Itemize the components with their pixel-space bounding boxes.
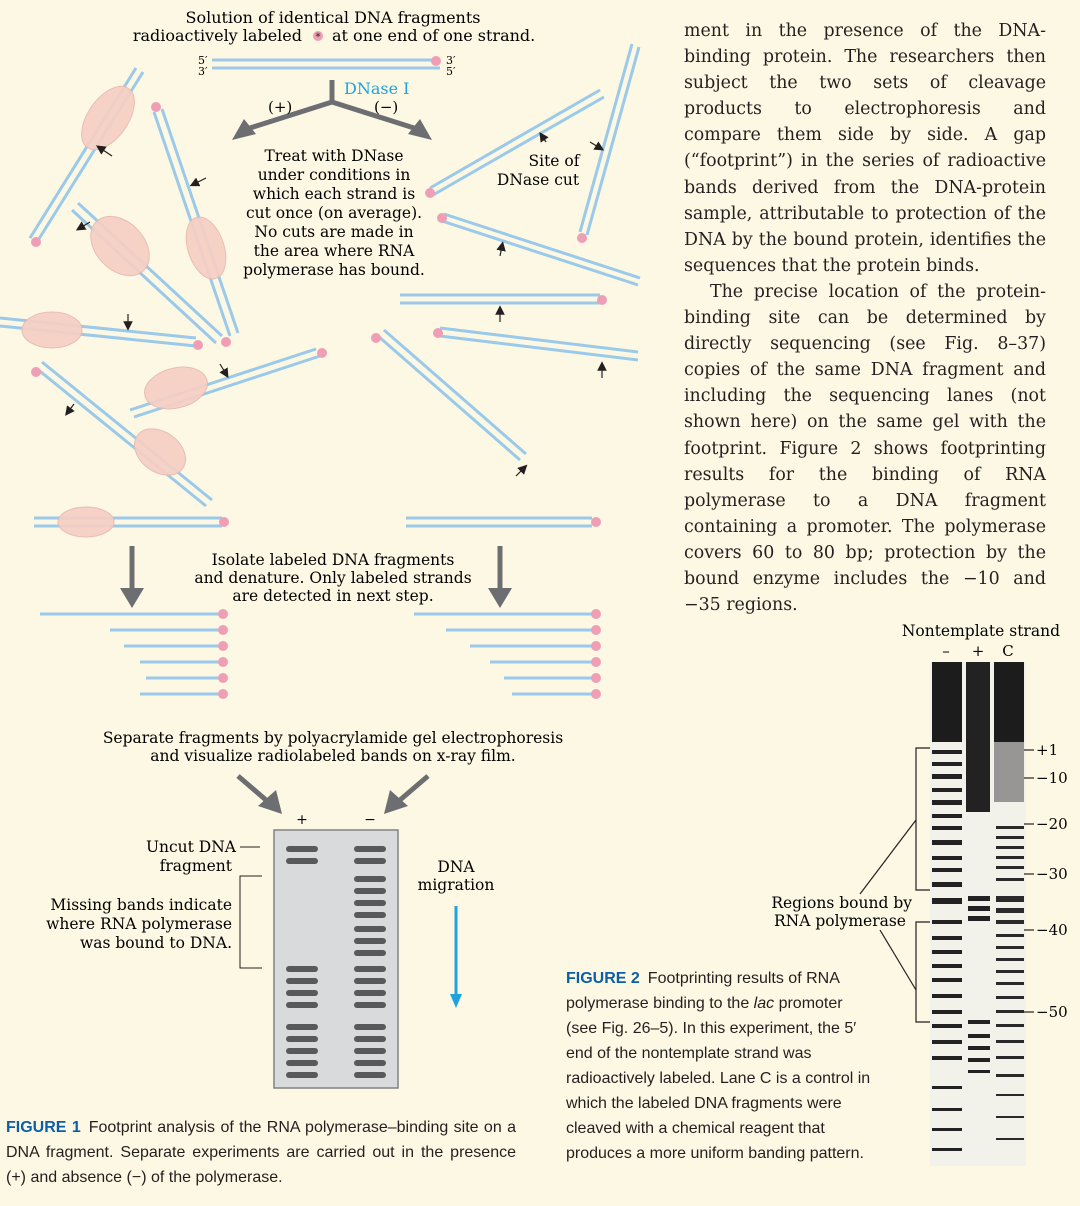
svg-text:was bound to DNA.: was bound to DNA. <box>80 934 232 952</box>
fig2-lane-minus: – <box>942 642 950 660</box>
svg-text:are detected in next step.: are detected in next step. <box>232 587 433 605</box>
separate-text: Separate fragments by polyacrylamide gel… <box>103 729 563 765</box>
svg-text:Treat with DNase: Treat with DNase <box>264 147 403 165</box>
svg-text:No cuts are made in: No cuts are made in <box>254 223 413 241</box>
top-text-line-2b: at one end of one strand. <box>332 26 535 45</box>
label-star-glyph: * <box>316 32 321 43</box>
svg-text:Isolate labeled DNA fragments: Isolate labeled DNA fragments <box>212 551 455 569</box>
intact-dna-fragment <box>212 56 441 70</box>
body-paragraph-2: The precise location of the protein-bind… <box>684 281 1046 616</box>
svg-text:polymerase has bound.: polymerase has bound. <box>243 261 425 279</box>
svg-text:fragment: fragment <box>160 857 233 875</box>
dnase-label: DNase I <box>344 79 409 98</box>
gel-slab <box>273 829 399 1089</box>
svg-text:the area where RNA: the area where RNA <box>254 242 415 260</box>
figure-1-caption-text: Footprint analysis of the RNA polymerase… <box>6 1119 516 1186</box>
denatured-labels <box>218 609 601 699</box>
svg-text:cut once (on average).: cut once (on average). <box>246 204 422 222</box>
fig2-smear-lane-minus <box>932 662 962 742</box>
svg-text:−10: −10 <box>1036 769 1068 787</box>
dnase-split-arrows <box>249 80 415 131</box>
regions-text-line-2: RNA polymerase <box>774 912 906 930</box>
scattered-fragments-minus <box>377 43 641 528</box>
svg-text:and visualize radiolabeled ban: and visualize radiolabeled bands on x-ra… <box>150 747 515 765</box>
fig2-bands-c <box>996 826 1024 1140</box>
end-label-3-right: 3′ <box>446 54 456 67</box>
missing-text: Missing bands indicate where RNA polymer… <box>46 896 232 952</box>
fig2-smear-lane-c <box>994 662 1024 742</box>
fig2-bracket-upper <box>915 747 930 891</box>
plus-label: (+) <box>268 98 292 116</box>
svg-text:DNA: DNA <box>437 858 475 876</box>
gel-lane-plus: + <box>296 812 308 828</box>
fig2-header: Nontemplate strand <box>902 622 1060 640</box>
svg-text:+1: +1 <box>1036 741 1058 759</box>
svg-text:−20: −20 <box>1036 815 1068 833</box>
svg-text:Separate fragments by polyacry: Separate fragments by polyacrylamide gel… <box>103 729 563 747</box>
svg-text:DNase cut: DNase cut <box>497 171 580 189</box>
svg-text:under conditions in: under conditions in <box>258 166 411 184</box>
top-text-line-1: Solution of identical DNA fragments <box>185 8 480 27</box>
fragment-labels <box>31 102 607 527</box>
end-label-5-left: 5′ <box>198 54 208 67</box>
arrowhead-right <box>408 119 432 140</box>
svg-text:Site of: Site of <box>529 152 581 170</box>
gel-bands-plus <box>286 846 318 1078</box>
end-label-3-left: 3′ <box>198 65 208 78</box>
cut-site-arrows <box>65 132 607 477</box>
site-of-cut-text: Site of DNase cut <box>497 152 581 189</box>
missing-bracket <box>239 875 262 969</box>
isolate-arrows <box>120 546 512 608</box>
treat-text: Treat with DNase under conditions in whi… <box>243 147 425 279</box>
fig2-smear-lane-c-fade <box>994 742 1024 802</box>
regions-pointer-overlay: Regions bound by RNA polymerase <box>771 819 917 991</box>
figure-2-caption-italic: lac <box>753 995 775 1012</box>
svg-text:where RNA polymerase: where RNA polymerase <box>46 915 232 933</box>
denatured-strands-plus <box>40 612 222 696</box>
top-text-line-2a: radioactively labeled <box>133 26 302 45</box>
rna-polymerase-blobs <box>21 85 227 538</box>
fig2-tick-lines <box>1024 749 1034 1013</box>
svg-text:Uncut DNA: Uncut DNA <box>146 838 237 856</box>
gel-load-arrows <box>236 774 430 814</box>
fig2-lane-c: C <box>1002 642 1013 660</box>
migration-arrow-head <box>450 994 462 1008</box>
arrowhead-left <box>232 119 256 140</box>
regions-text-line-1: Regions bound by <box>771 894 912 912</box>
figure-1-label: FIGURE 1 <box>6 1119 81 1136</box>
minus-label: (−) <box>374 98 398 116</box>
gel-lane-minus: − <box>364 812 376 828</box>
migration-text: DNA migration <box>418 858 495 894</box>
svg-text:−40: −40 <box>1036 921 1068 939</box>
svg-text:and denature. Only labeled st: and denature. Only labeled strands <box>194 569 471 587</box>
isolate-text: Isolate labeled DNA fragments and denatu… <box>194 551 471 605</box>
end-label-5-right: 5′ <box>446 65 456 78</box>
svg-text:migration: migration <box>418 876 495 894</box>
uncut-text: Uncut DNA fragment <box>146 838 237 875</box>
fig2-lane-plus: + <box>972 642 985 660</box>
figure-2-label: FIGURE 2 <box>566 970 640 987</box>
regions-pointer-down <box>879 929 917 991</box>
body-text: ment in the presence of the DNA-binding … <box>684 18 1046 618</box>
body-paragraph-1: ment in the presence of the DNA-binding … <box>684 21 1046 276</box>
fig2-bands-plus <box>968 896 990 1073</box>
fig2-bracket-lower <box>915 921 930 1023</box>
denatured-strands-minus <box>414 612 594 696</box>
figure-2-caption-text-a: Footprinting results of RNA polymerase b… <box>566 970 839 1012</box>
fig2-smear-lane-plus <box>966 662 990 812</box>
svg-text:−50: −50 <box>1036 1003 1068 1021</box>
figure-2-caption-text-b: promoter (see Fig. 26–5). In this experi… <box>566 995 871 1162</box>
svg-text:Missing bands indicate: Missing bands indicate <box>50 896 232 914</box>
fig2-tick-labels: +1 −10 −20 −30 −40 −50 <box>1036 741 1068 1021</box>
figure-1-diagram: Solution of identical DNA fragments radi… <box>0 8 641 1089</box>
gel-bands-minus <box>354 846 386 1078</box>
svg-text:−30: −30 <box>1036 865 1068 883</box>
figure-2-gel: Nontemplate strand – + C <box>902 622 1068 1166</box>
regions-pointer-up <box>859 819 917 895</box>
fig2-bands-minus <box>932 750 962 1151</box>
svg-text:which each strand is: which each strand is <box>253 185 415 203</box>
label-star-marker <box>313 31 323 41</box>
